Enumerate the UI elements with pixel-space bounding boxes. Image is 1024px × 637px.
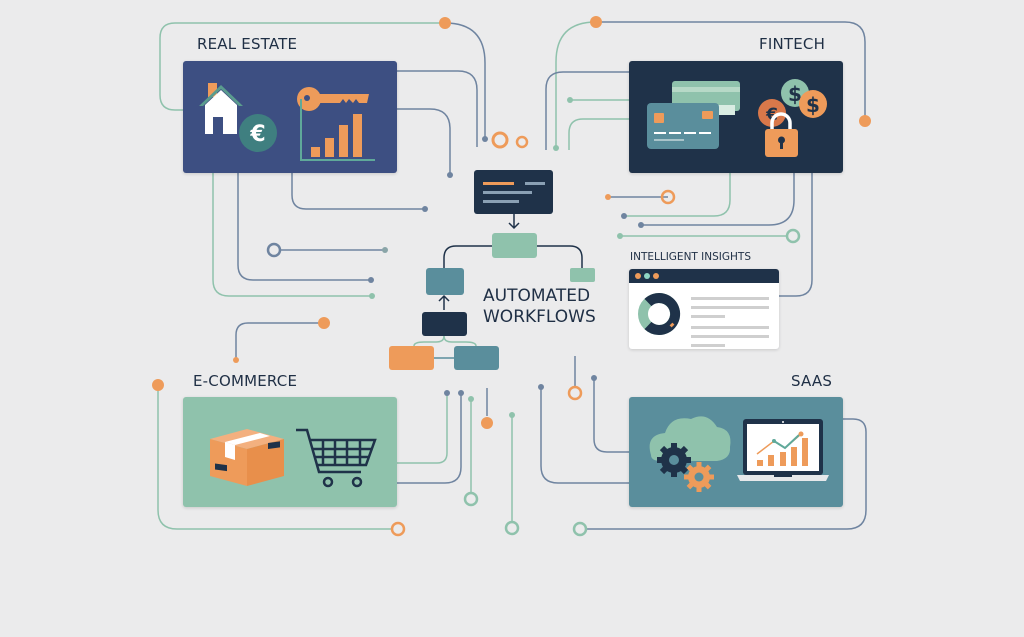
insights-label: INTELLIGENT INSIGHTS — [630, 251, 751, 263]
svg-text:$: $ — [806, 93, 820, 117]
laptop-chart-icon — [737, 419, 829, 481]
workflow-flowchart — [389, 170, 595, 370]
bar-chart-icon — [300, 99, 375, 161]
workflow-output-node-teal — [454, 346, 499, 370]
sector-label-saas: SAAS — [791, 372, 833, 390]
euro-coin-icon: € — [239, 114, 277, 152]
center-title: AUTOMATED WORKFLOWS — [483, 286, 596, 328]
e-commerce-panel[interactable] — [183, 397, 397, 507]
saas-illustration — [649, 416, 829, 492]
package-box-icon — [210, 429, 284, 486]
svg-text:$: $ — [788, 82, 802, 106]
insights-dashboard-window[interactable] — [629, 269, 779, 349]
workflow-branch-node-left — [426, 268, 464, 295]
credit-card-icon — [647, 81, 740, 149]
svg-text:€: € — [249, 122, 265, 147]
center-title-line2: WORKFLOWS — [483, 307, 596, 327]
window-titlebar — [629, 269, 779, 283]
gear-icon-orange — [684, 462, 714, 492]
window-dot-mint — [644, 273, 650, 279]
svg-text:€: € — [765, 105, 778, 125]
text-lines — [691, 297, 769, 347]
key-icon — [297, 87, 369, 111]
shopping-cart-icon — [296, 428, 377, 488]
real-estate-panel[interactable]: € — [183, 61, 397, 173]
e-commerce-illustration — [210, 428, 377, 488]
sector-label-e-commerce: E-COMMERCE — [193, 372, 298, 390]
arrow-down-icon — [508, 214, 520, 230]
saas-panel[interactable] — [629, 397, 843, 507]
workflow-process-node — [422, 312, 467, 336]
window-dot-orange — [635, 273, 641, 279]
center-title-line1: AUTOMATED — [483, 286, 591, 306]
dollar-coin-icon: $ $ — [781, 79, 827, 118]
padlock-icon — [765, 112, 798, 157]
sector-label-fintech: FINTECH — [759, 35, 826, 53]
workflow-branch-node-right — [570, 268, 595, 282]
donut-chart-icon — [638, 293, 681, 336]
fintech-panel[interactable]: $ $ € — [629, 61, 843, 173]
insights-content — [638, 293, 769, 347]
gear-icon-dark — [657, 443, 691, 477]
workflow-output-node-orange — [389, 346, 434, 370]
house-icon — [199, 83, 243, 134]
workflow-document-node — [474, 170, 553, 214]
fintech-illustration: $ $ € — [647, 79, 827, 157]
workflow-decision-node — [492, 233, 537, 258]
window-dot-orange-2 — [653, 273, 659, 279]
real-estate-illustration: € — [199, 83, 375, 161]
euro-coin-icon: € — [758, 99, 786, 127]
arrow-up-icon — [438, 294, 450, 310]
cloud-icon — [649, 416, 731, 461]
sector-label-real-estate: REAL ESTATE — [197, 35, 298, 53]
